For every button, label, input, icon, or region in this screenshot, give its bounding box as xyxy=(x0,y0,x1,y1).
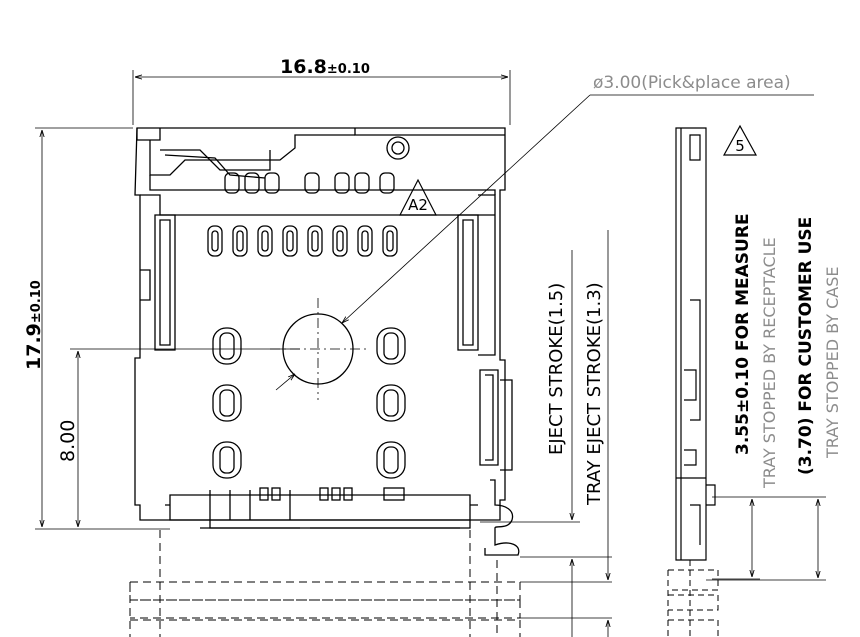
note-5-label: 5 xyxy=(735,137,745,155)
upper-contact-row xyxy=(224,172,395,194)
right-rail xyxy=(457,214,479,351)
eject-spring xyxy=(484,479,520,556)
stopped-case-label: TRAY STOPPED BY CASE xyxy=(823,267,842,459)
top-flange xyxy=(136,128,161,141)
housing-outline xyxy=(134,127,506,521)
width-tolerance: ±0.10 xyxy=(327,62,370,77)
lower-contact-pads xyxy=(212,327,406,479)
a2-marker: A2 xyxy=(399,178,437,216)
note-5-marker: 5 xyxy=(722,124,758,156)
a2-label: A2 xyxy=(408,196,428,214)
height-value: 17.9 xyxy=(23,323,45,370)
tray-eject-stroke-label: TRAY EJECT STROKE(1.3) xyxy=(584,282,605,506)
left-rail xyxy=(154,214,176,351)
width-dimension: 16.8±0.10 xyxy=(280,56,370,78)
offset-dimension: 8.00 xyxy=(57,420,79,462)
tray-outline xyxy=(129,530,521,637)
front-view xyxy=(129,127,521,637)
contact-row-2 xyxy=(207,225,398,257)
eject-stroke-label: EJECT STROKE(1.5) xyxy=(546,283,567,455)
locator-hole xyxy=(386,136,410,160)
dimension-lines xyxy=(35,70,814,637)
side-view xyxy=(667,127,719,637)
side-view-dims xyxy=(706,496,826,581)
height-dimension: 17.9±0.10 xyxy=(23,280,45,370)
customer-use-label: (3.70) FOR CUSTOMER USE xyxy=(796,217,816,475)
width-value: 16.8 xyxy=(280,56,327,78)
bottom-connector xyxy=(165,487,478,529)
pick-place-label: ø3.00(Pick&place area) xyxy=(593,73,791,93)
stopped-receptacle-label: TRAY STOPPED BY RECEPTACLE xyxy=(760,237,779,489)
height-tolerance: ±0.10 xyxy=(29,280,44,323)
measure-label: 3.55±0.10 FOR MEASURE xyxy=(733,213,753,455)
